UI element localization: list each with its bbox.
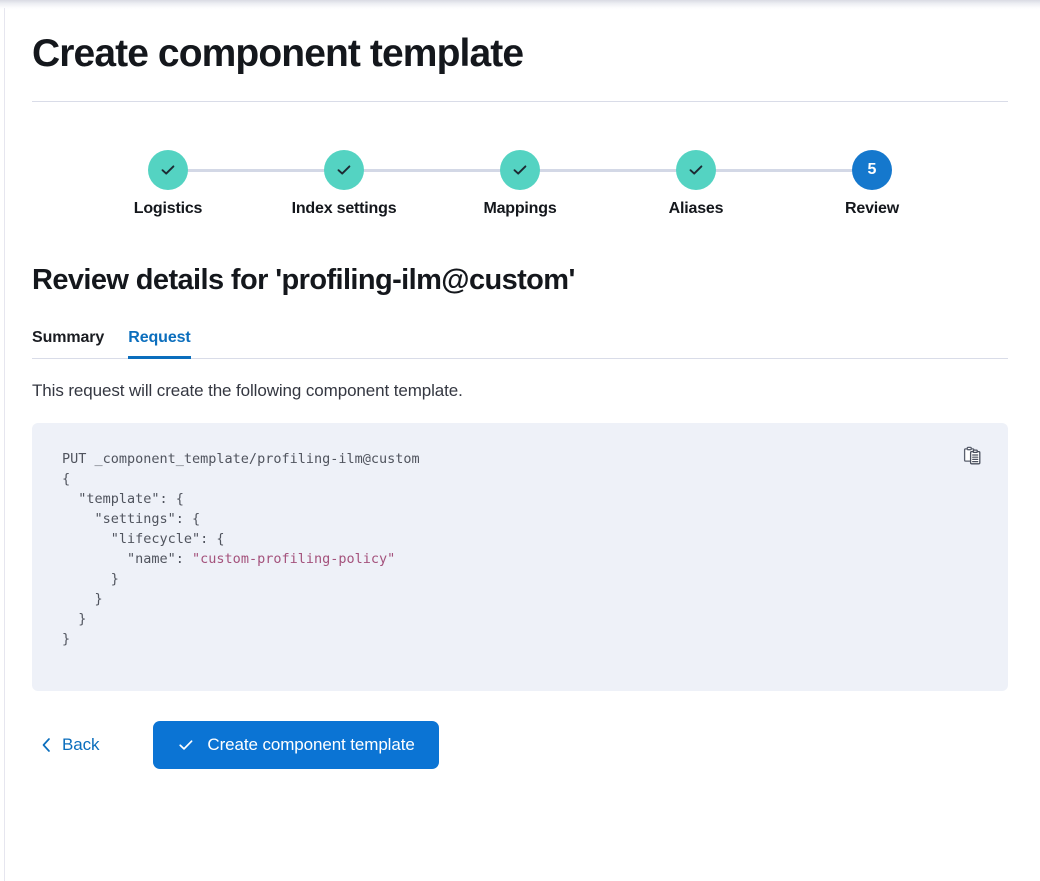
check-icon — [689, 165, 703, 175]
back-button[interactable]: Back — [32, 727, 111, 763]
page-left-border — [4, 8, 5, 881]
chevron-left-icon — [42, 737, 50, 752]
code-line-5: "name": — [62, 550, 193, 567]
stepper-connector-left — [608, 168, 696, 172]
header-divider — [32, 100, 1008, 102]
step-indicator-review[interactable]: 5 — [852, 149, 892, 190]
step-label-mappings: Mappings — [483, 199, 557, 217]
review-heading: Review details for 'profiling-ilm@custom… — [32, 263, 575, 296]
create-component-template-label: Create component template — [207, 734, 415, 754]
code-line-1: { — [62, 470, 71, 487]
wizard-footer: Back Create component template — [32, 720, 1008, 769]
code-method-line: PUT _component_template/profiling-ilm@cu… — [62, 450, 420, 467]
request-code-text: PUT _component_template/profiling-ilm@cu… — [62, 449, 978, 649]
stepper-connector-right — [696, 168, 784, 172]
code-line-3: "settings": { — [62, 510, 201, 527]
step-label-review: Review — [845, 199, 899, 217]
tab-request[interactable]: Request — [128, 329, 191, 359]
code-line-2: "template": { — [62, 490, 184, 507]
code-line-8: } — [62, 610, 87, 627]
step-indicator-mappings[interactable] — [500, 149, 540, 190]
code-line-9: } — [62, 630, 71, 647]
step-indicator-logistics[interactable] — [148, 149, 188, 190]
check-icon — [161, 165, 175, 175]
step-indicator-aliases[interactable] — [676, 149, 716, 190]
check-icon — [179, 740, 193, 750]
stepper-connector-right — [520, 168, 608, 172]
copy-to-clipboard-button[interactable] — [958, 441, 988, 471]
window-top-shadow — [0, 0, 1040, 10]
code-line-6: } — [62, 570, 119, 587]
review-tabs: Summary Request — [32, 329, 1008, 359]
stepper-step-mappings[interactable]: Mappings — [432, 149, 608, 218]
stepper-connector-left — [256, 168, 344, 172]
check-icon — [513, 165, 527, 175]
step-label-aliases: Aliases — [668, 199, 724, 217]
stepper-connector-right — [344, 168, 432, 172]
tab-summary[interactable]: Summary — [32, 328, 105, 346]
code-string-value: "custom-profiling-policy" — [192, 550, 396, 567]
step-label-logistics: Logistics — [133, 199, 203, 217]
stepper-connector-left — [432, 168, 520, 172]
back-button-label: Back — [62, 734, 100, 754]
step-label-index-settings: Index settings — [291, 199, 397, 217]
page-title: Create component template — [32, 32, 524, 75]
code-line-4: "lifecycle": { — [62, 530, 225, 547]
stepper-connector-left — [784, 168, 872, 172]
wizard-stepper: Logistics Index settings — [32, 149, 1008, 218]
create-component-template-button[interactable]: Create component template — [153, 720, 439, 769]
stepper-step-index-settings[interactable]: Index settings — [256, 149, 432, 218]
request-description: This request will create the following c… — [32, 380, 463, 400]
check-icon — [337, 165, 351, 175]
clipboard-copy-icon — [963, 446, 981, 465]
request-code-block: PUT _component_template/profiling-ilm@cu… — [32, 422, 1008, 691]
step-number-review: 5 — [867, 160, 877, 178]
step-indicator-index-settings[interactable] — [324, 149, 364, 190]
stepper-connector-right — [168, 168, 256, 172]
stepper-step-review[interactable]: 5 Review — [784, 149, 960, 218]
stepper-step-logistics[interactable]: Logistics — [80, 149, 256, 218]
stepper-step-aliases[interactable]: Aliases — [608, 149, 784, 218]
code-line-7: } — [62, 590, 103, 607]
